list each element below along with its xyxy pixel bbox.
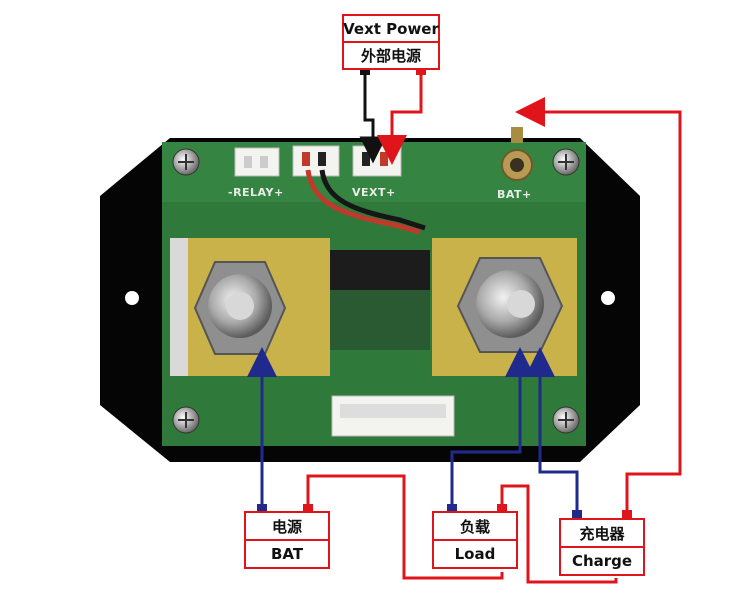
bottom-connector [331, 395, 455, 437]
charge-label-en: Charge [561, 546, 643, 574]
bat-red-terminal [303, 504, 313, 513]
relay-connector [234, 147, 280, 177]
charge-label: 充电器 Charge [559, 518, 645, 576]
load-label-en: Load [434, 539, 516, 567]
bat-label-cn: 电源 [271, 517, 302, 536]
load-blue-terminal [447, 504, 457, 513]
middle-connector [292, 145, 340, 177]
vext-black-wire [359, 70, 387, 164]
bat-blue-terminal [257, 504, 267, 513]
left-brass-block [170, 238, 330, 376]
charge-blue-wire [525, 347, 579, 514]
board-wire-red [305, 169, 421, 235]
right-brass-block [432, 238, 577, 376]
load-red-wire [500, 484, 618, 584]
load-red-terminal [497, 504, 507, 513]
shunt-bar-lower [330, 290, 430, 350]
corner-screws [172, 148, 580, 434]
mount-hole-right [601, 291, 615, 305]
vext-silkscreen: VEXT+ [352, 186, 396, 199]
charge-red-terminal [622, 510, 632, 519]
load-blue-wire [450, 347, 535, 508]
charge-blue-terminal [572, 510, 582, 519]
vext-black-terminal [360, 66, 370, 75]
load-label-cn: 负载 [459, 517, 490, 536]
shunt-bar [330, 250, 430, 290]
load-label: 负载 Load [432, 511, 518, 569]
vext-label-en: Vext Power [343, 19, 439, 38]
bat-plus-stud [501, 127, 533, 181]
charge-red-wire [515, 97, 682, 514]
mount-hole-left [125, 291, 139, 305]
vext-red-wire [377, 70, 423, 165]
bat-label: 电源 BAT [244, 511, 330, 569]
vext-label-cn: 外部电源 [344, 41, 438, 68]
vext-power-label: Vext Power 外部电源 [342, 14, 440, 70]
board-wire-black [319, 169, 426, 231]
bat-plus-silkscreen: BAT+ [497, 188, 532, 201]
vext-connector [352, 145, 402, 177]
bat-label-en: BAT [246, 539, 328, 567]
relay-silkscreen: -RELAY+ [228, 186, 284, 199]
bat-load-red-wire [306, 474, 504, 580]
charge-label-cn: 充电器 [579, 524, 625, 543]
vext-red-terminal [416, 66, 426, 75]
